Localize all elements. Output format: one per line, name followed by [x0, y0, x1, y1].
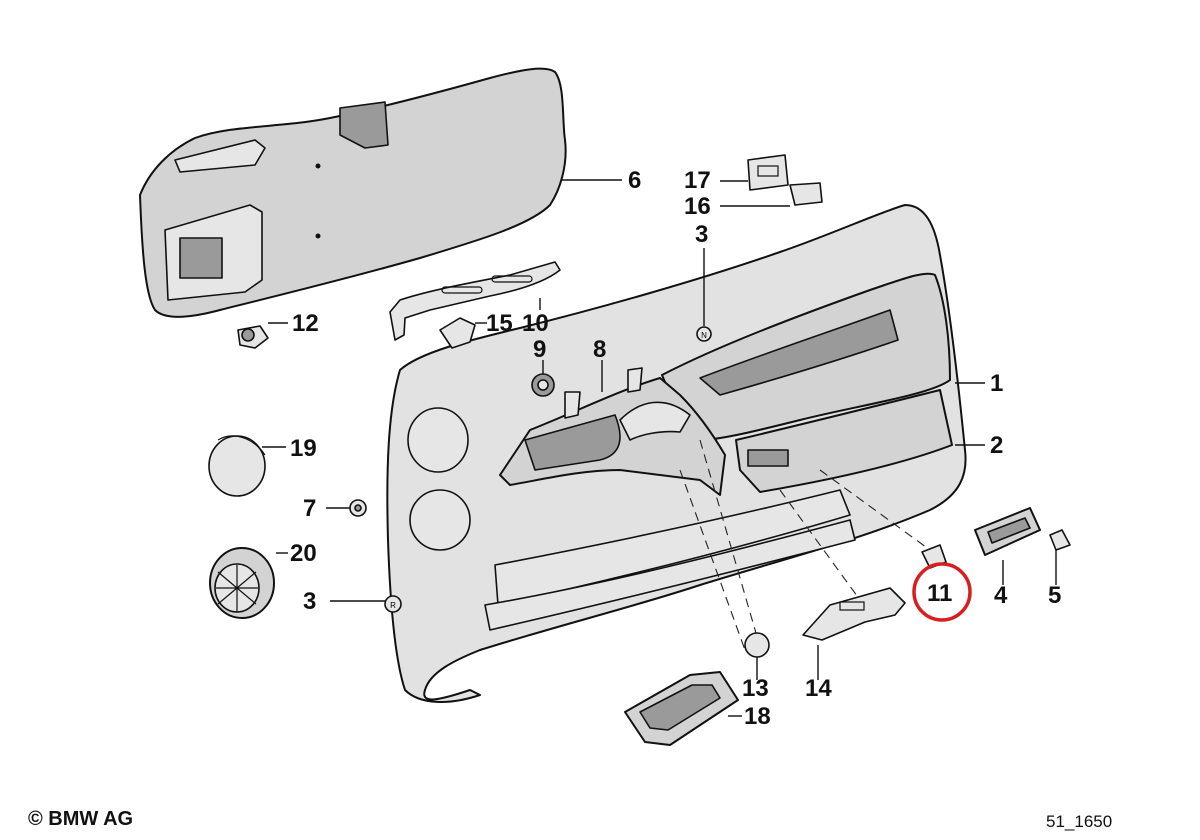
part-20-speaker-grille	[209, 547, 275, 619]
callout-9: 9	[533, 336, 546, 363]
part-4-bezel	[974, 507, 1041, 556]
part-9-grommet	[531, 373, 555, 397]
callout-15: 15	[486, 310, 513, 337]
callout-20: 20	[290, 540, 317, 567]
callout-8: 8	[593, 336, 606, 363]
callout-2: 2	[990, 432, 1003, 459]
svg-text:R: R	[390, 601, 396, 610]
part-7-nut	[349, 499, 367, 517]
part-5-clip	[1049, 529, 1071, 551]
callout-14: 14	[805, 675, 832, 702]
part-18-pocket	[624, 671, 739, 746]
highlight-circle-11	[912, 562, 972, 622]
figure-reference: 51_1650	[1046, 812, 1113, 831]
callout-labels: 6 17 16 3 12 15 10 9 8 1 2 19 7 20 3 11 …	[290, 167, 1061, 730]
callout-4: 4	[994, 582, 1008, 609]
part-17-clip	[747, 154, 789, 191]
part-11-clip	[921, 544, 947, 569]
part-13-plug	[744, 632, 770, 658]
callout-3-lower: 3	[303, 588, 316, 615]
copyright-text: © BMW AG	[28, 808, 134, 830]
part-10-bracket	[389, 261, 561, 341]
callout-7: 7	[303, 495, 316, 522]
callout-16: 16	[684, 193, 711, 220]
part-15-clip	[439, 317, 476, 349]
callout-17: 17	[684, 167, 711, 194]
callout-3-upper: 3	[695, 221, 708, 248]
leader-lines	[262, 179, 1057, 717]
part-19-cap	[208, 435, 266, 497]
svg-text:N: N	[701, 331, 707, 340]
part-6-trim-panel	[139, 67, 567, 318]
part-16-clip	[789, 182, 823, 206]
callout-19: 19	[290, 435, 317, 462]
callout-13: 13	[742, 675, 769, 702]
callout-10: 10	[522, 310, 549, 337]
callout-5: 5	[1048, 582, 1061, 609]
part-3-nut-lower: R	[384, 595, 402, 613]
callout-12: 12	[292, 310, 319, 337]
callout-1: 1	[990, 370, 1003, 397]
assembly-lines	[679, 439, 931, 651]
part-14-cover	[802, 587, 906, 641]
callout-18: 18	[744, 703, 771, 730]
part-3-nut-upper: N	[696, 326, 712, 342]
part-8-armrest	[499, 367, 726, 496]
callout-6: 6	[628, 167, 641, 194]
part-12-clip	[237, 325, 269, 349]
callout-11: 11	[927, 580, 952, 607]
